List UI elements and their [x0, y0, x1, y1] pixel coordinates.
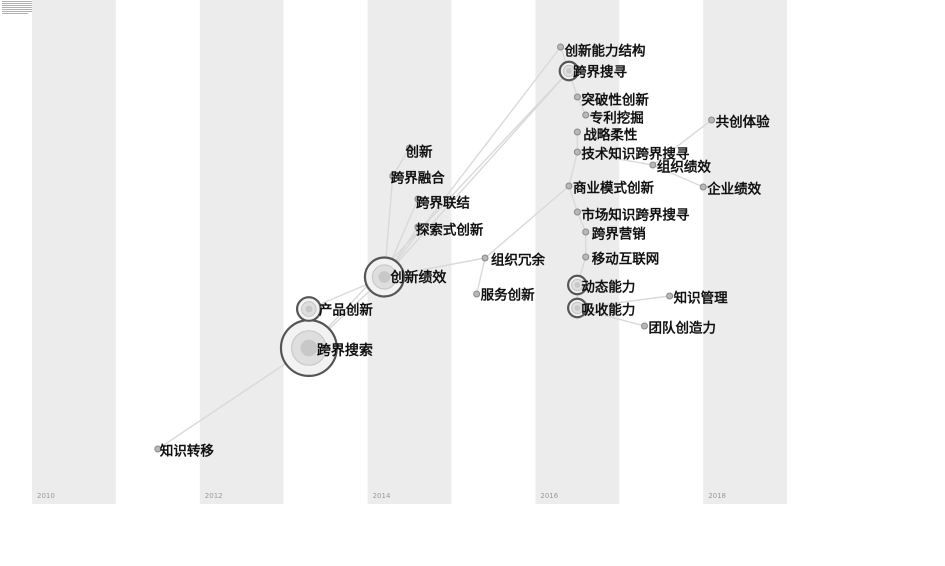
node-label-n5: 跨界融合	[391, 170, 445, 187]
edge-n18-n20	[568, 185, 579, 213]
node-label-n26: 团队创造力	[648, 320, 716, 337]
edge-n1-n11	[308, 70, 570, 349]
edge-n17-n16	[652, 119, 713, 166]
node-label-n13: 专利挖掘	[590, 110, 644, 127]
node-n26[interactable]	[640, 322, 648, 330]
node-n13[interactable]	[582, 111, 590, 119]
node-label-n9: 服务创新	[481, 287, 535, 304]
node-label-n3: 创新绩效	[389, 269, 447, 286]
year-label-2014: 2014	[373, 492, 391, 500]
year-band-2019	[787, 0, 871, 504]
node-label-n22: 移动互联网	[592, 251, 660, 268]
edge-n18-n15	[568, 151, 579, 187]
node-n19[interactable]	[699, 183, 707, 191]
node-n16[interactable]	[649, 161, 657, 169]
edge-n3-n11	[383, 70, 570, 278]
node-label-n10: 创新能力结构	[564, 43, 646, 60]
node-n14[interactable]	[573, 128, 581, 136]
node-n3[interactable]	[363, 256, 405, 298]
node-label-n18: 商业模式创新	[573, 180, 654, 197]
node-label-n19: 企业绩效	[706, 181, 761, 198]
node-n15[interactable]	[573, 148, 581, 156]
year-bands: 2010 2012 2014 2016 2018	[32, 0, 871, 504]
year-label-2016: 2016	[540, 492, 558, 500]
node-n12[interactable]	[573, 93, 581, 101]
node-label-n24: 吸收能力	[581, 302, 635, 319]
year-label-2012: 2012	[205, 492, 223, 500]
node-label-n20: 市场知识跨界搜寻	[581, 207, 689, 224]
edge-n20-n21	[576, 211, 587, 233]
edge-n1-n0	[157, 347, 310, 450]
edge-n8-n9	[475, 257, 486, 295]
node-n9[interactable]	[473, 290, 481, 298]
node-n21[interactable]	[582, 228, 590, 236]
node-n20[interactable]	[573, 208, 581, 216]
node-n8[interactable]	[481, 254, 489, 262]
node-n2[interactable]	[295, 296, 322, 322]
node-n0[interactable]	[154, 445, 162, 453]
node-n25[interactable]	[666, 292, 674, 300]
node-label-n0: 知识转移	[160, 443, 214, 460]
edge-n24-n26	[577, 307, 645, 327]
edge-n25-n24	[577, 295, 670, 309]
node-label-n14: 战略柔性	[583, 127, 637, 144]
year-band-2017	[619, 0, 704, 504]
node-layer	[154, 43, 716, 453]
edge-n3-n10	[383, 46, 562, 278]
node-label-n23: 动态能力	[581, 279, 635, 296]
node-n11[interactable]	[558, 60, 580, 82]
year-band-2015	[451, 0, 536, 504]
year-band-2011	[115, 0, 200, 504]
node-n6[interactable]	[414, 195, 422, 203]
node-label-n2: 产品创新	[319, 302, 373, 319]
node-n22[interactable]	[582, 253, 590, 261]
edge-n4-n5	[392, 147, 411, 177]
node-n10[interactable]	[557, 43, 565, 51]
node-n17[interactable]	[708, 116, 716, 124]
edge-n19-n16	[652, 164, 704, 188]
node-n1[interactable]	[279, 319, 338, 377]
year-label-2018: 2018	[708, 492, 726, 500]
node-label-n11: 跨界搜寻	[573, 64, 627, 81]
year-band-2013	[283, 0, 368, 504]
year-band-2018	[703, 0, 788, 504]
year-band-2012	[199, 0, 284, 504]
year-band-2010	[32, 0, 116, 504]
node-label-n6: 跨界联结	[416, 195, 470, 212]
node-label-n1: 跨界搜索	[317, 342, 373, 359]
node-label-n4: 创新	[405, 144, 433, 161]
node-n18[interactable]	[565, 182, 573, 190]
year-band-2014	[367, 0, 452, 504]
edge-n8-n18	[484, 185, 570, 259]
edge-n15-n16	[577, 151, 653, 166]
node-label-n8: 组织冗余	[491, 252, 545, 269]
node-label-n21: 跨界营销	[592, 226, 646, 243]
node-label-n16: 组织绩效	[657, 159, 711, 176]
node-n7[interactable]	[414, 223, 422, 231]
node-n24[interactable]	[567, 297, 588, 319]
year-band-2016	[535, 0, 620, 504]
node-label-n12: 突破性创新	[581, 92, 649, 109]
node-label-n15: 技术知识跨界搜寻	[581, 146, 689, 163]
node-n23[interactable]	[567, 274, 588, 296]
node-n4[interactable]	[406, 144, 414, 152]
node-label-n7: 探索式创新	[416, 222, 484, 239]
node-label-n17: 共创体验	[716, 114, 770, 131]
node-label-n25: 知识管理	[674, 290, 728, 307]
legend-metadata	[2, 1, 62, 15]
year-label-2010: 2010	[37, 492, 55, 500]
node-n5[interactable]	[389, 172, 397, 180]
